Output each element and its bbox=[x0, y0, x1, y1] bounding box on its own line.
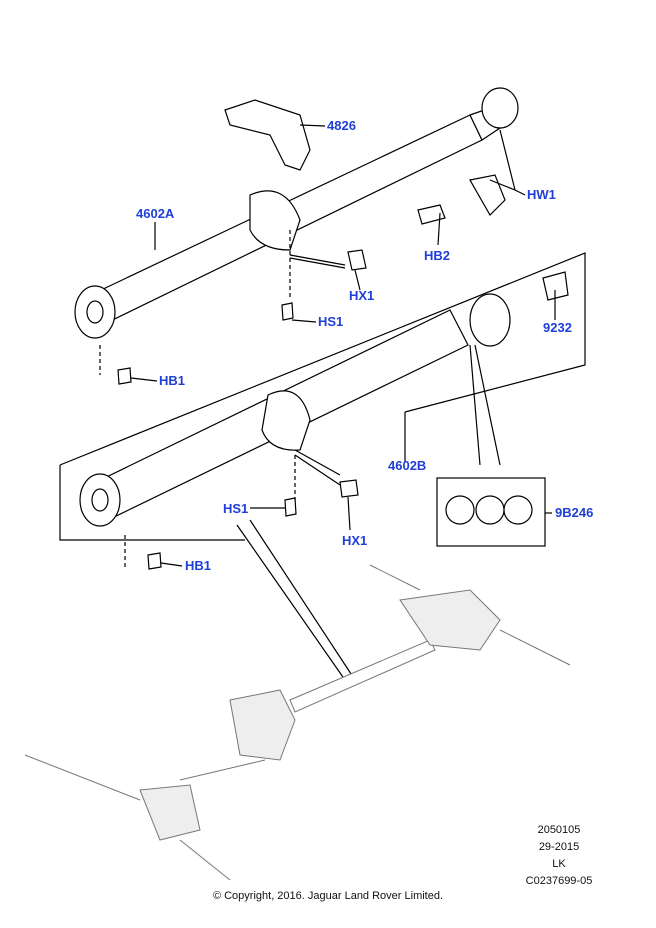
callout-hs1-top[interactable]: HS1 bbox=[318, 314, 344, 329]
illustration-code: 2050105 29-2015 LK C0237699-05 bbox=[499, 822, 619, 890]
copyright: © Copyright, 2016. Jaguar Land Rover Lim… bbox=[212, 890, 444, 902]
seal-kit-box bbox=[436, 477, 546, 547]
code-1: 2050105 bbox=[537, 824, 581, 836]
callout-4602b[interactable]: 4602B bbox=[388, 458, 427, 473]
propshaft-4602a bbox=[74, 87, 519, 385]
callout-hb1-bottom[interactable]: HB1 bbox=[185, 558, 212, 573]
callout-4826[interactable]: 4826 bbox=[327, 118, 356, 133]
callout-4602a[interactable]: 4602A bbox=[136, 206, 175, 221]
callout-hb1-top[interactable]: HB1 bbox=[159, 373, 186, 388]
assembly-outline bbox=[59, 252, 586, 466]
callout-hs1-bottom[interactable]: HS1 bbox=[223, 501, 249, 516]
callout-9232[interactable]: 9232 bbox=[543, 320, 572, 335]
code-4: C0237699-05 bbox=[525, 875, 593, 887]
callout-hb2[interactable]: HB2 bbox=[424, 248, 451, 263]
code-2: 29-2015 bbox=[538, 841, 580, 853]
propshaft-4602b bbox=[79, 271, 569, 570]
callout-9b246[interactable]: 9B246 bbox=[555, 505, 594, 520]
vehicle-drivetrain-context bbox=[24, 564, 571, 881]
callout-hx1-bottom[interactable]: HX1 bbox=[342, 533, 368, 548]
code-3: LK bbox=[552, 858, 566, 870]
callout-hw1[interactable]: HW1 bbox=[527, 187, 556, 202]
callout-hx1-top[interactable]: HX1 bbox=[349, 288, 375, 303]
